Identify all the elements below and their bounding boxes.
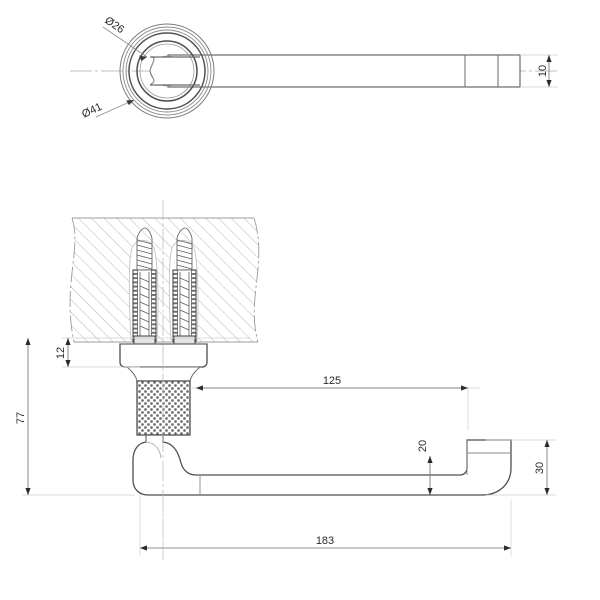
dim-183-label: 183 [316, 535, 334, 547]
dim-77-label: 77 [15, 412, 27, 424]
wall-break-right [253, 217, 260, 343]
dim-183: 183 [139, 495, 511, 556]
rosette-inner-circle [136, 40, 198, 102]
wall-anchor-screw [172, 227, 197, 345]
dim-30-label: 30 [534, 462, 546, 474]
dim-dia41: Ø41 [80, 99, 135, 121]
wall-break-left [69, 217, 76, 343]
dim-30: 30 [534, 440, 550, 495]
dim-dia26-label: Ø26 [102, 15, 126, 37]
dim-thickness-10: 10 [520, 54, 558, 88]
rosette-outer-circle [128, 32, 206, 110]
lever-bar-plan [149, 54, 521, 88]
dim-12: 12 [55, 338, 71, 367]
dim-125-label: 125 [323, 375, 341, 387]
dim-77: 77 [15, 338, 31, 495]
dimension-set-side: 12 77 125 20 30 [15, 337, 556, 556]
knurled-grip-section [136, 380, 191, 436]
dim-12-label: 12 [55, 347, 67, 359]
rosette-plan [119, 23, 215, 119]
wall-anchor-screw [132, 227, 157, 345]
dim-thickness-10-label: 10 [537, 65, 549, 77]
rosette-plate-side [119, 343, 208, 382]
wall-cross-section [69, 217, 260, 343]
lever-body-side [132, 434, 512, 496]
dim-20-label: 20 [417, 440, 429, 452]
dim-20: 20 [417, 440, 433, 495]
lever-neck-arc [149, 56, 155, 86]
lever-overlap-mask [150, 57, 190, 85]
side-view [69, 200, 512, 560]
dim-dia41-label: Ø41 [80, 101, 104, 121]
dim-125: 125 [196, 375, 468, 391]
dim-dia26: Ø26 [102, 15, 148, 61]
top-view: Ø26 Ø41 10 [70, 15, 560, 121]
